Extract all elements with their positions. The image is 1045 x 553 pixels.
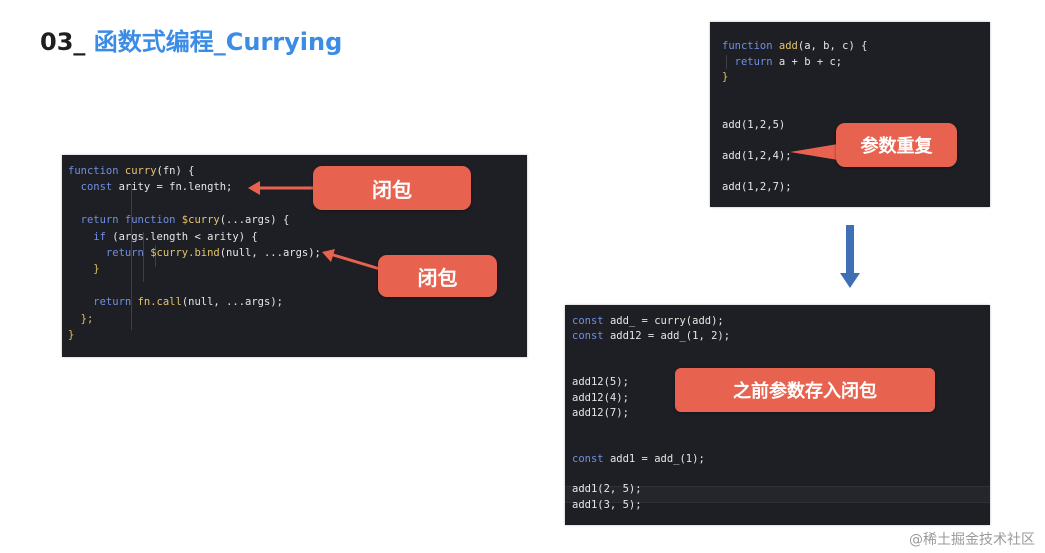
code-token-kw: if [68,230,113,243]
code-token-kw: const [68,181,119,194]
code-token-fn: fn.call [137,296,182,309]
code-line: const add_ = curry(add); [572,314,724,328]
code-token-rest: } [68,329,75,341]
add-code-block: function add(a, b, c) { return a + b + c… [710,22,990,207]
code-token-fn: add [778,40,798,52]
code-token-rest: (args.length < arity) { [112,230,258,243]
closure-callout-2: 闭包 [378,255,497,297]
closure-callout-2-label: 闭包 [417,265,458,290]
code-token-rest: (a, b, c) { [797,40,868,52]
code-line: const arity = fn.length; [68,180,233,194]
code-token-rest: (null, ...args); [181,296,283,309]
code-line: add12(5); [572,375,629,389]
code-line: const add1 = add_(1); [572,452,705,466]
code-line: add(1,2,5) [722,118,785,132]
down-arrow-icon [840,225,860,288]
code-token-kw: const [572,330,610,343]
code-line: add(1,2,7); [722,180,792,194]
code-token-rest: (...args) { [219,214,290,227]
code-line: add1(2, 5); [572,482,642,496]
code-line: add12(4); [572,391,629,405]
code-line: function curry(fn) { [68,164,194,178]
code-line: return $curry.bind(null, ...args); [68,246,321,260]
page-title: 03_ 函数式编程_Currying [40,26,342,58]
code-line: const add12 = add_(1, 2); [572,329,730,343]
code-line: add12(7); [572,406,629,420]
code-token-rest: }; [68,312,94,325]
code-token-fn: curry [124,165,157,177]
code-line: function add(a, b, c) { [722,39,867,53]
code-line: return function $curry(...args) { [68,213,290,227]
code-token-rest: add1(3, 5); [572,498,642,511]
code-token-kw: return function [68,214,182,227]
code-token-kw: return [68,247,151,259]
code-token-rest: a + b + c; [778,55,843,68]
code-line: return a + b + c; [722,55,842,69]
code-line: add(1,2,4); [722,149,792,163]
code-line: } [68,328,74,342]
title-text: 函数式编程_Currying [93,28,343,56]
code-token-rest: arity = fn.length; [118,181,233,194]
title-prefix: 03_ [40,28,86,56]
code-token-rest: (fn) { [156,165,195,177]
code-line: if (args.length < arity) { [68,230,258,244]
code-token-kw: function [68,165,125,177]
code-token-rest: add12(7); [572,406,629,419]
code-token-kw: const [572,315,610,327]
closure-callout-1: 闭包 [313,166,471,210]
closure-callout-1-label: 闭包 [372,177,412,202]
code-token-fn: $curry.bind [150,247,220,259]
stored-closure-callout: 之前参数存入闭包 [675,368,935,412]
code-token-rest: add(1,2,7); [722,181,792,194]
code-token-kw: return [722,55,779,68]
code-token-rest: } [722,71,729,84]
code-line: return fn.call(null, ...args); [68,295,283,309]
repeat-arrow [790,144,838,160]
code-token-rest: add12(4); [572,391,629,404]
code-token-rest: add1(2, 5); [572,483,642,496]
closure-arrow-2 [322,249,381,271]
stored-closure-label: 之前参数存入闭包 [733,381,877,402]
code-token-rest: add12(5); [572,376,629,389]
closure-arrow-1 [248,181,316,195]
code-token-rest: add_ = curry(add); [609,315,724,327]
code-token-rest: add12 = add_(1, 2); [609,330,731,343]
code-line: add1(3, 5); [572,498,642,512]
code-token-fn: $curry [181,214,220,227]
code-token-rest: add(1,2,5) [722,118,786,131]
code-token-kw: function [722,40,779,52]
usage-code-block: const add_ = curry(add);const add12 = ad… [565,305,990,525]
code-token-rest: } [68,263,100,276]
code-token-rest: (null, ...args); [219,247,321,259]
code-token-kw: return [68,296,138,309]
code-line: } [722,70,728,84]
repeat-params-callout: 参数重复 [836,123,957,167]
code-token-rest: add1 = add_(1); [609,452,705,465]
code-token-kw: const [572,452,610,465]
code-line: } [68,262,100,276]
repeat-params-label: 参数重复 [860,136,933,157]
code-token-rest: add(1,2,4); [722,149,792,162]
code-line: }; [68,312,94,326]
watermark: @稀土掘金技术社区 [909,532,1035,548]
